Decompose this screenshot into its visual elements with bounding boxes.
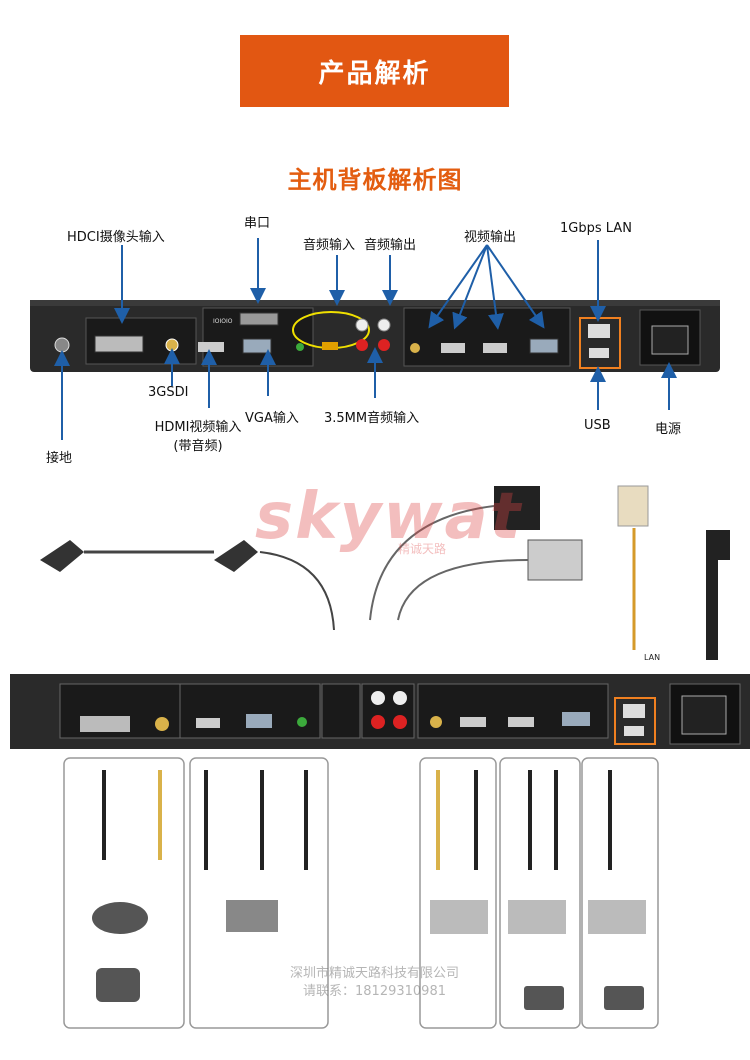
camera-icon (92, 902, 148, 934)
projector-icon-2 (604, 986, 644, 1010)
display-icon-2 (508, 900, 566, 934)
header-title: 产品解析 (240, 35, 509, 107)
vga-input-port (242, 338, 272, 354)
watermark-sub: 精诚天路 (398, 542, 447, 556)
serial-port (239, 312, 279, 326)
mixer-icon (494, 486, 540, 530)
video-out-hdmi2 (483, 343, 507, 353)
hdci-port (94, 335, 144, 353)
video-out-hdmi1 (441, 343, 465, 353)
diagram-title: 主机背板解析图 (287, 166, 463, 194)
footer-line1: 深圳市精诚天路科技有限公司 (290, 966, 460, 981)
watermark-logo: skywat (255, 480, 523, 554)
usb-port (589, 348, 609, 358)
serial-marking: IOIOIO (213, 318, 233, 325)
power-port (651, 325, 689, 355)
label-hdci-camera-input: HDCI摄像头输入 (67, 230, 165, 245)
wall-jack-icon (617, 485, 649, 527)
label-hdmi-input: HDMI视频输入 (带音频) (150, 416, 246, 454)
audio-in-red (356, 339, 368, 351)
display-icon-3 (588, 900, 646, 934)
label-sdi: 3GSDI (148, 385, 189, 400)
video-out-sdi (410, 343, 420, 353)
footer-line2: 请联系：18129310981 (303, 984, 446, 999)
label-mm-audio-input: 3.5MM音频输入 (324, 411, 420, 426)
microphone-icon-2 (214, 540, 258, 572)
label-power: 电源 (655, 422, 682, 437)
ground-port (54, 337, 70, 353)
label-hdmi-input-line1: HDMI视频输入 (154, 420, 242, 435)
label-serial-port: 串口 (244, 216, 271, 231)
camera-icon-2 (96, 968, 140, 1002)
footer-watermark: 深圳市精诚天路科技有限公司 请联系：18129310981 (290, 965, 459, 1001)
label-hdmi-input-line2: (带音频) (173, 439, 223, 454)
label-audio-input: 音频输入 (303, 238, 356, 253)
label-audio-output: 音频输出 (364, 238, 417, 253)
label-vga-input: VGA输入 (245, 411, 299, 426)
display-icon-1 (430, 900, 488, 934)
mm-audio-jack (296, 343, 304, 351)
label-video-output: 视频输出 (464, 230, 517, 245)
label-ground: 接地 (46, 451, 73, 466)
audio-in-white (355, 318, 369, 332)
laptop-icon (226, 900, 278, 932)
speaker-icon (527, 539, 583, 581)
usb-audio-port (322, 342, 338, 350)
sdi-port (165, 338, 179, 352)
audio-out-white (377, 318, 391, 332)
lan-marking: LAN (644, 653, 660, 662)
lan-port (588, 324, 610, 338)
microphone-icon (40, 540, 84, 572)
lower-rear-panel (10, 674, 750, 749)
audio-out-red (378, 339, 390, 351)
projector-icon-1 (524, 986, 564, 1010)
power-plug-icon (706, 530, 730, 660)
label-usb: USB (584, 418, 611, 433)
video-out-vga (529, 338, 559, 354)
hdmi-input-port (198, 342, 224, 352)
label-lan: 1Gbps LAN (560, 221, 632, 236)
